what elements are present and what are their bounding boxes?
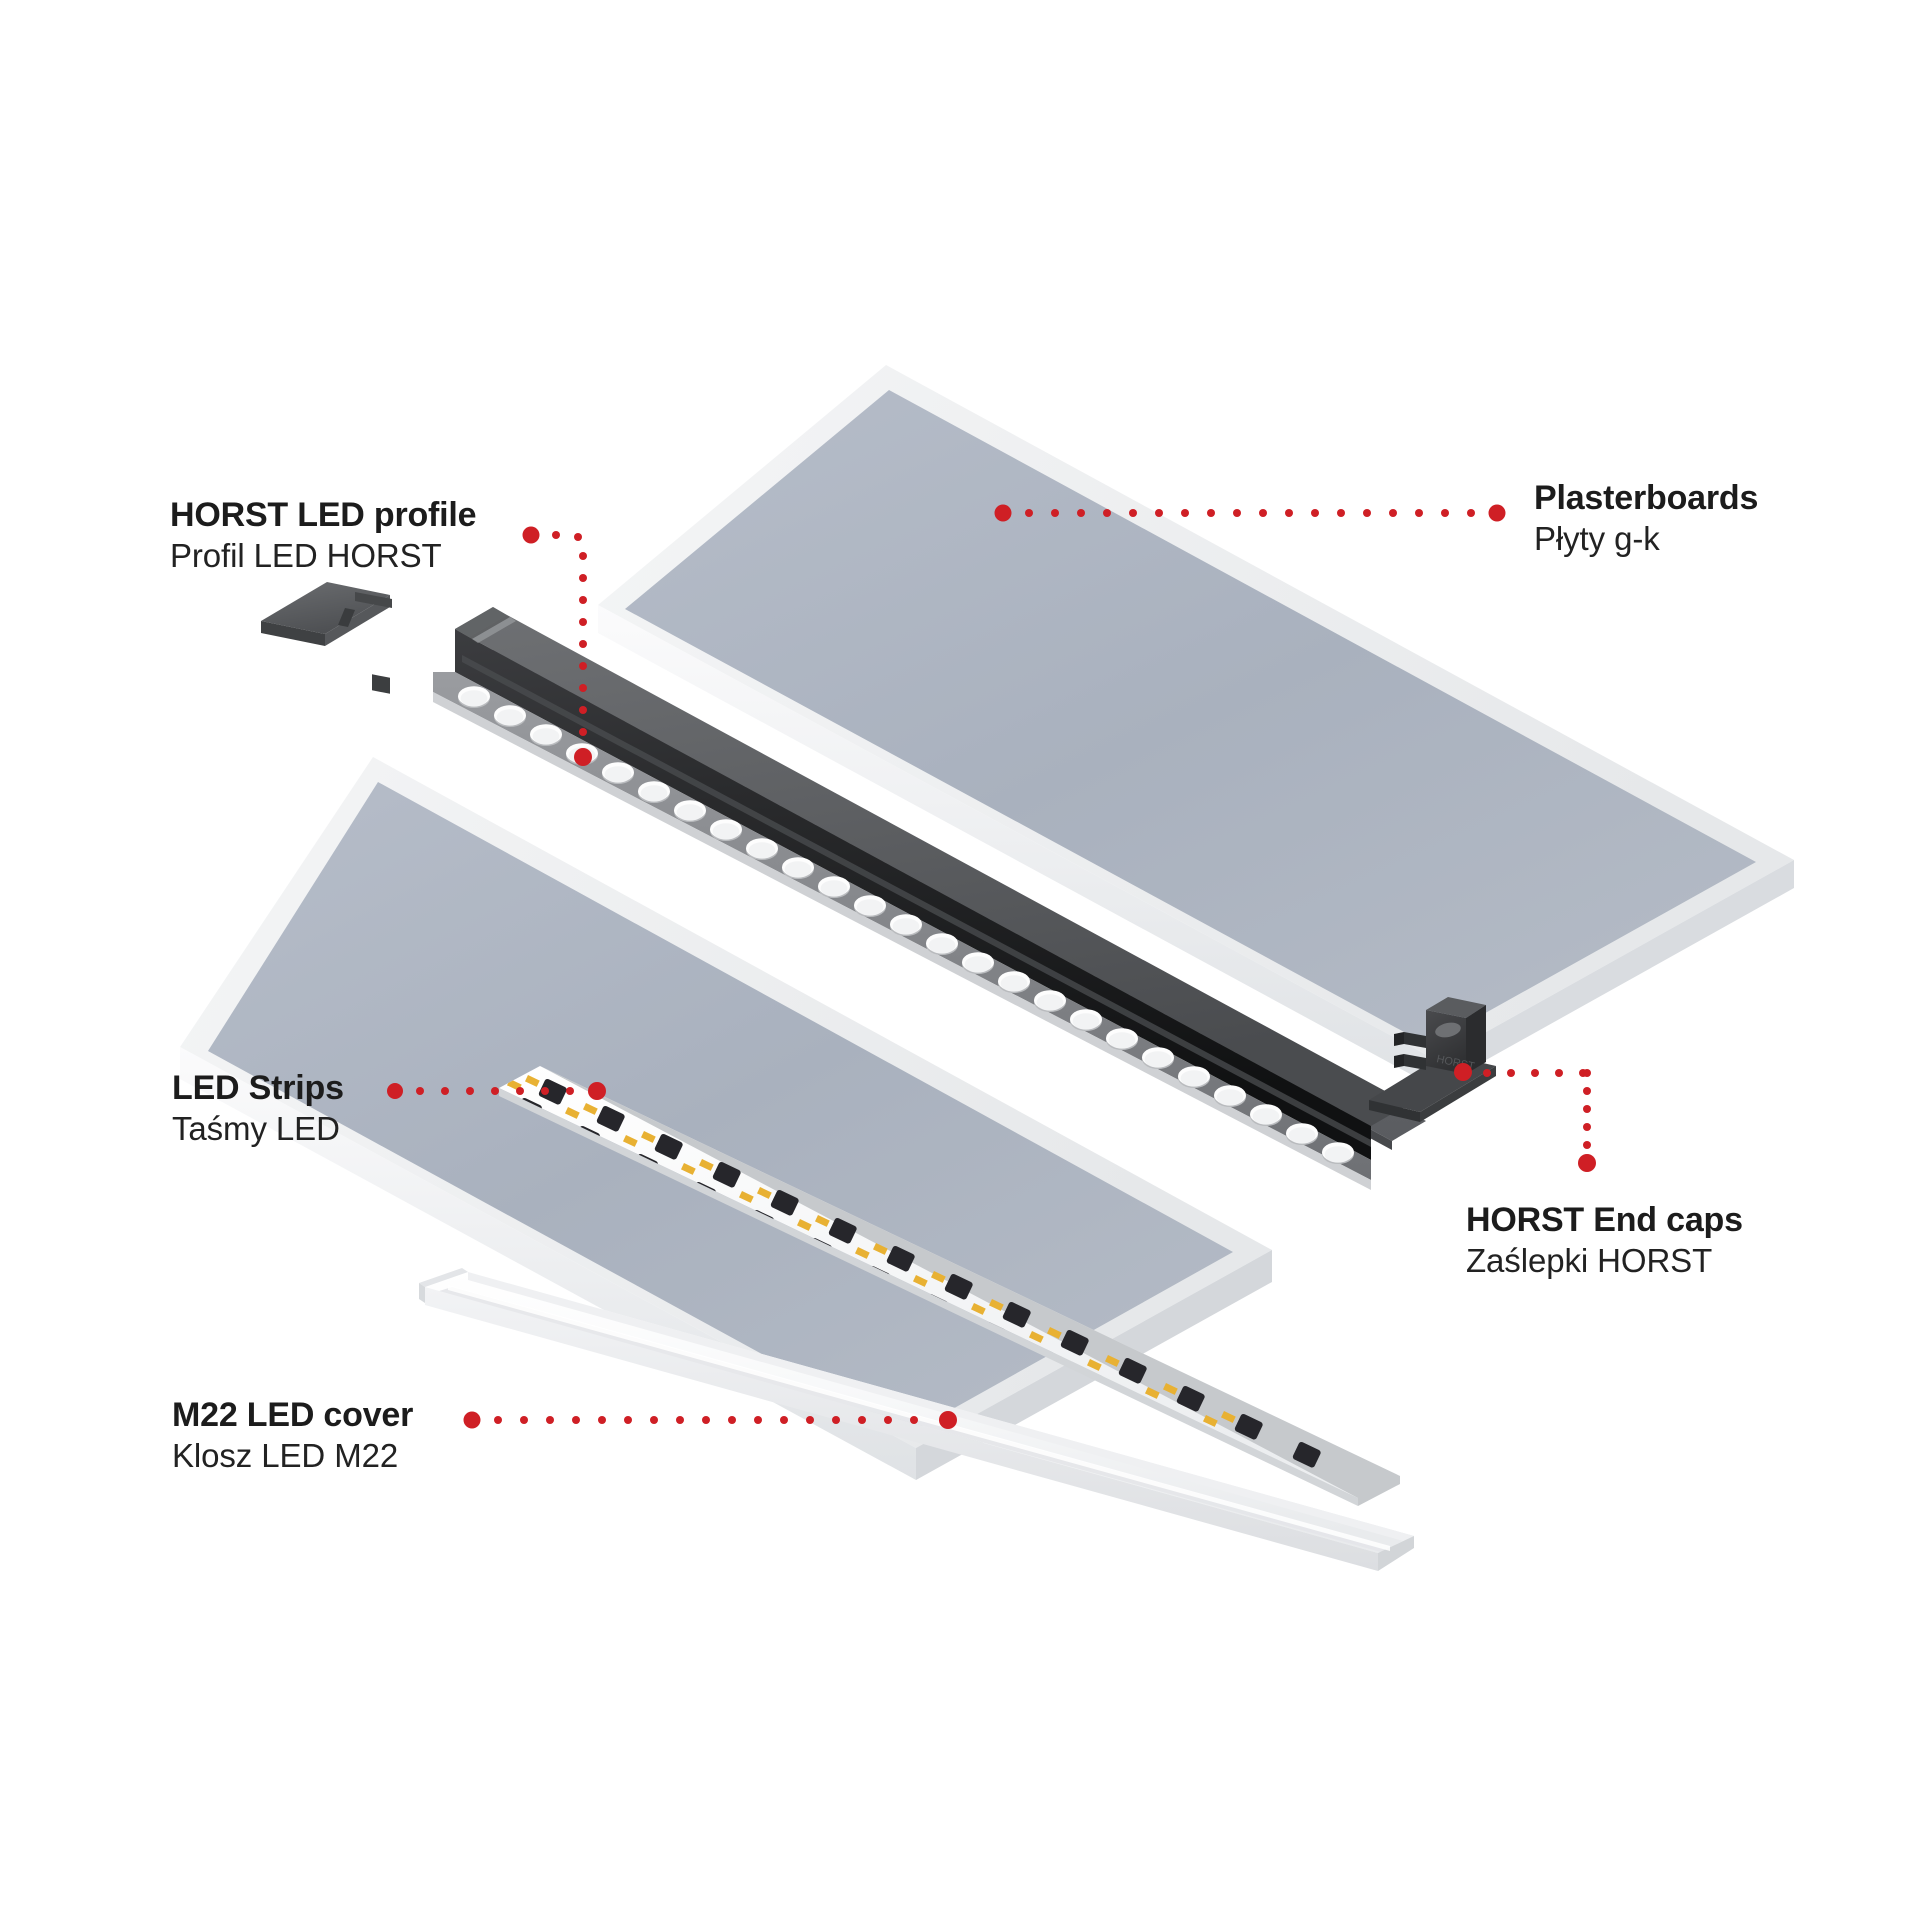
leader-line-led-strips (387, 1082, 606, 1100)
callout-end-caps-title: HORST End caps (1466, 1201, 1743, 1239)
callout-plasterboards-title: Plasterboards (1534, 479, 1759, 517)
plasterboard-top (598, 365, 1794, 1088)
led-strip (499, 1066, 1400, 1506)
leader-line-end-caps (1454, 1063, 1596, 1172)
callout-end-caps-subtitle: Zaślepki HORST (1466, 1242, 1713, 1280)
callout-m22-cover: M22 LED cover Klosz LED M22 (172, 1395, 413, 1477)
callout-led-strips: LED Strips Taśmy LED (172, 1068, 344, 1150)
callout-horst-profile-title: HORST LED profile (170, 496, 477, 534)
callout-led-strips-subtitle: Taśmy LED (172, 1110, 340, 1148)
leader-line-plasterboards (994, 504, 1506, 522)
leader-line-m22-cover (463, 1411, 957, 1429)
callout-led-strips-title: LED Strips (172, 1069, 344, 1107)
leader-line-horst-profile (522, 526, 592, 766)
callout-m22-cover-subtitle: Klosz LED M22 (172, 1437, 399, 1475)
callout-horst-profile-subtitle: Profil LED HORST (170, 537, 442, 575)
callout-plasterboards-subtitle: Płyty g-k (1534, 520, 1660, 558)
callout-plasterboards: Plasterboards Płyty g-k (1534, 478, 1758, 560)
callout-end-caps: HORST End caps Zaślepki HORST (1466, 1200, 1743, 1282)
callout-horst-profile: HORST LED profile Profil LED HORST (170, 495, 477, 577)
end-cap-left (261, 582, 392, 694)
callout-m22-cover-title: M22 LED cover (172, 1396, 414, 1434)
horst-led-profile (433, 607, 1426, 1190)
